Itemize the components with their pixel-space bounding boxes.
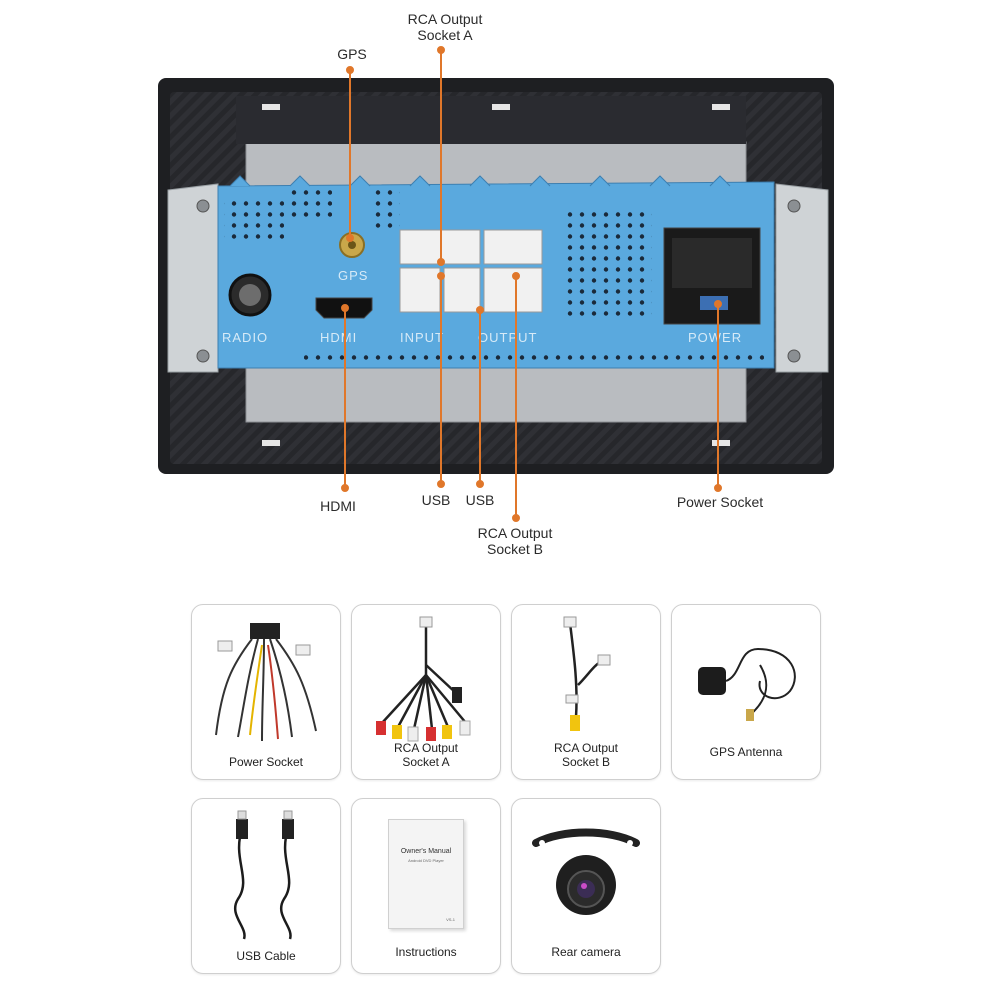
manual-subtitle: Android DVD Player — [408, 858, 444, 863]
device-back-illustration: RADIO GPS HDMI INPUT OUTPUT POWER — [158, 46, 834, 522]
card-label: RCA Output Socket B — [553, 741, 619, 769]
manual-code: VS-1 — [446, 917, 455, 922]
card-label: Rear camera — [551, 945, 621, 959]
device-diagram: RADIO GPS HDMI INPUT OUTPUT POWER — [158, 11, 834, 557]
card-label: GPS Antenna — [709, 745, 783, 759]
accessory-card-instructions: Owner's Manual Android DVD Player VS-1 I… — [351, 798, 501, 974]
white-connector-block — [399, 229, 543, 313]
callout-rca-output-a: RCA Output Socket A — [407, 11, 483, 43]
panel-label-radio: RADIO — [222, 330, 268, 345]
callout-hdmi: HDMI — [320, 498, 356, 514]
right-bracket — [775, 183, 829, 373]
rca-cable-icon — [563, 616, 611, 731]
callout-usb-1: USB — [421, 492, 451, 508]
card-label: RCA Output Socket A — [393, 741, 459, 769]
accessory-card-usb-cable: USB Cable — [191, 798, 341, 974]
wiring-harness-icon — [215, 623, 317, 742]
accessory-card-rca-output-b: RCA Output Socket B — [511, 604, 661, 780]
rca-cable-icon — [376, 616, 471, 742]
camera-icon — [532, 828, 640, 915]
callout-gps: GPS — [337, 46, 367, 62]
manual-icon: Owner's Manual Android DVD Player VS-1 — [388, 819, 464, 929]
panel-label-gps: GPS — [338, 268, 368, 283]
accessory-card-gps-antenna: GPS Antenna — [671, 604, 821, 780]
callout-power-socket: Power Socket — [676, 494, 764, 510]
accessory-card-power-socket: Power Socket — [191, 604, 341, 780]
callout-rca-output-b: RCA Output Socket B — [477, 525, 553, 557]
usb-cable-icon — [234, 810, 294, 940]
card-label: USB Cable — [236, 949, 296, 963]
left-bracket — [167, 183, 219, 373]
panel-label-hdmi: HDMI — [320, 330, 357, 345]
panel-label-input: INPUT — [400, 330, 444, 345]
accessory-card-rca-output-a: RCA Output Socket A — [351, 604, 501, 780]
gps-antenna-icon — [698, 647, 796, 721]
accessory-card-rear-camera: Rear camera — [511, 798, 661, 974]
panel-label-output: OUTPUT — [478, 330, 537, 345]
panel-label-power: POWER — [688, 330, 742, 345]
card-label: Instructions — [395, 945, 457, 959]
callout-usb-2: USB — [465, 492, 495, 508]
card-label: Power Socket — [228, 755, 304, 769]
manual-title: Owner's Manual — [400, 848, 452, 855]
